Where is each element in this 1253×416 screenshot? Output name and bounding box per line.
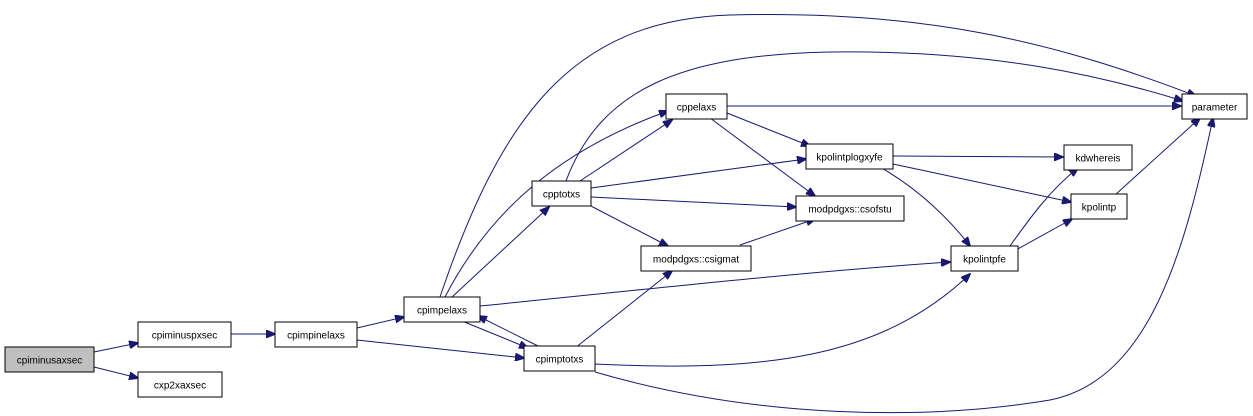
node-label: cppelaxs <box>677 103 716 114</box>
node-modpdgxs-csofstu[interactable]: modpdgxs::csofstu <box>795 195 905 222</box>
node-cpimpelaxs[interactable]: cpimpelaxs <box>403 296 481 323</box>
node-cpimpinelaxs[interactable]: cpimpinelaxs <box>274 321 358 348</box>
node-label: cpiminuspxsec <box>152 331 218 342</box>
edge-cpptotxs-modpdgxs-csofstu <box>590 196 796 207</box>
edge-cppelaxs-kpolintplogxyfe <box>726 112 810 146</box>
node-label: parameter <box>1192 103 1238 114</box>
edge-cpimpelaxs-cpptotxs <box>451 207 549 298</box>
edge-cpptotxs-parameter <box>565 51 1183 182</box>
node-kpolintpfe[interactable]: kpolintpfe <box>950 245 1019 272</box>
edge-kpolintplogxyfe-kpolintpfe <box>879 166 970 246</box>
node-label: modpdgxs::csofstu <box>808 205 891 216</box>
node-label: kpolintplogxyfe <box>816 153 883 164</box>
node-label: kdwhereis <box>1075 154 1120 165</box>
edge-kpolintpfe-kpolintp <box>1015 219 1072 251</box>
edge-cpptotxs-cppelaxs <box>579 120 672 182</box>
edge-cpiminusaxsec-cxp2xaxsec <box>93 366 138 378</box>
edge-kpolintpfe-kdwhereis <box>1009 168 1078 247</box>
node-label: modpdgxs::csigmat <box>653 255 739 266</box>
node-cpimptotxs[interactable]: cpimptotxs <box>523 345 596 372</box>
edge-cpimptotxs-kpolintpfe <box>594 274 970 367</box>
edge-cpptotxs-modpdgxs-csigmat <box>588 204 668 246</box>
edge-cpimpelaxs-parameter <box>439 13 1196 298</box>
node-cppelaxs[interactable]: cppelaxs <box>665 93 728 120</box>
edges <box>93 13 1213 414</box>
node-label: cpptotxs <box>543 190 580 201</box>
edge-cpimpinelaxs-cpimptotxs <box>356 339 524 358</box>
edge-cpimpinelaxs-cpimpelaxs <box>356 317 404 329</box>
edge-cppelaxs-modpdgxs-csofstu <box>709 117 815 196</box>
node-kpolintplogxyfe[interactable]: kpolintplogxyfe <box>805 143 894 170</box>
node-cpiminusaxsec[interactable]: cpiminusaxsec <box>4 346 95 373</box>
node-kdwhereis[interactable]: kdwhereis <box>1063 144 1133 171</box>
node-label: cpimpinelaxs <box>287 331 345 342</box>
node-label: cpimptotxs <box>536 355 584 366</box>
node-label: kpolintpfe <box>963 255 1006 266</box>
node-label: cpimpelaxs <box>417 306 467 317</box>
node-kpolintp[interactable]: kpolintp <box>1070 193 1128 220</box>
edge-cpimpelaxs-cpimptotxs <box>461 320 528 348</box>
edge-kpolintplogxyfe-kdwhereis <box>892 156 1063 157</box>
node-cxp2xaxsec[interactable]: cxp2xaxsec <box>137 371 223 398</box>
node-label: cpiminusaxsec <box>17 356 83 367</box>
node-cpptotxs[interactable]: cpptotxs <box>531 180 592 207</box>
node-parameter[interactable]: parameter <box>1181 93 1248 120</box>
node-modpdgxs-csigmat[interactable]: modpdgxs::csigmat <box>640 245 752 272</box>
edge-kpolintplogxyfe-kpolintp <box>892 163 1071 202</box>
edge-cpptotxs-kpolintplogxyfe <box>590 159 806 189</box>
edge-cpimptotxs-cpimpelaxs <box>478 316 539 347</box>
edge-cpiminusaxsec-cpiminuspxsec <box>93 343 138 353</box>
edge-csigmat-csofstu <box>739 219 815 246</box>
edge-cpimptotxs-modpdgxs-csigmat <box>574 271 672 349</box>
node-label: kpolintp <box>1082 203 1117 214</box>
node-label: cxp2xaxsec <box>154 381 206 392</box>
edge-cpimptotxs-parameter <box>594 118 1213 414</box>
nodes: cpiminusaxsec cpiminuspxsec cxp2xaxsec c… <box>4 93 1248 398</box>
edge-cpimpelaxs-kpolintpfe <box>479 262 950 307</box>
edge-kpolintp-parameter <box>1114 118 1200 196</box>
node-cpiminuspxsec[interactable]: cpiminuspxsec <box>137 321 232 348</box>
